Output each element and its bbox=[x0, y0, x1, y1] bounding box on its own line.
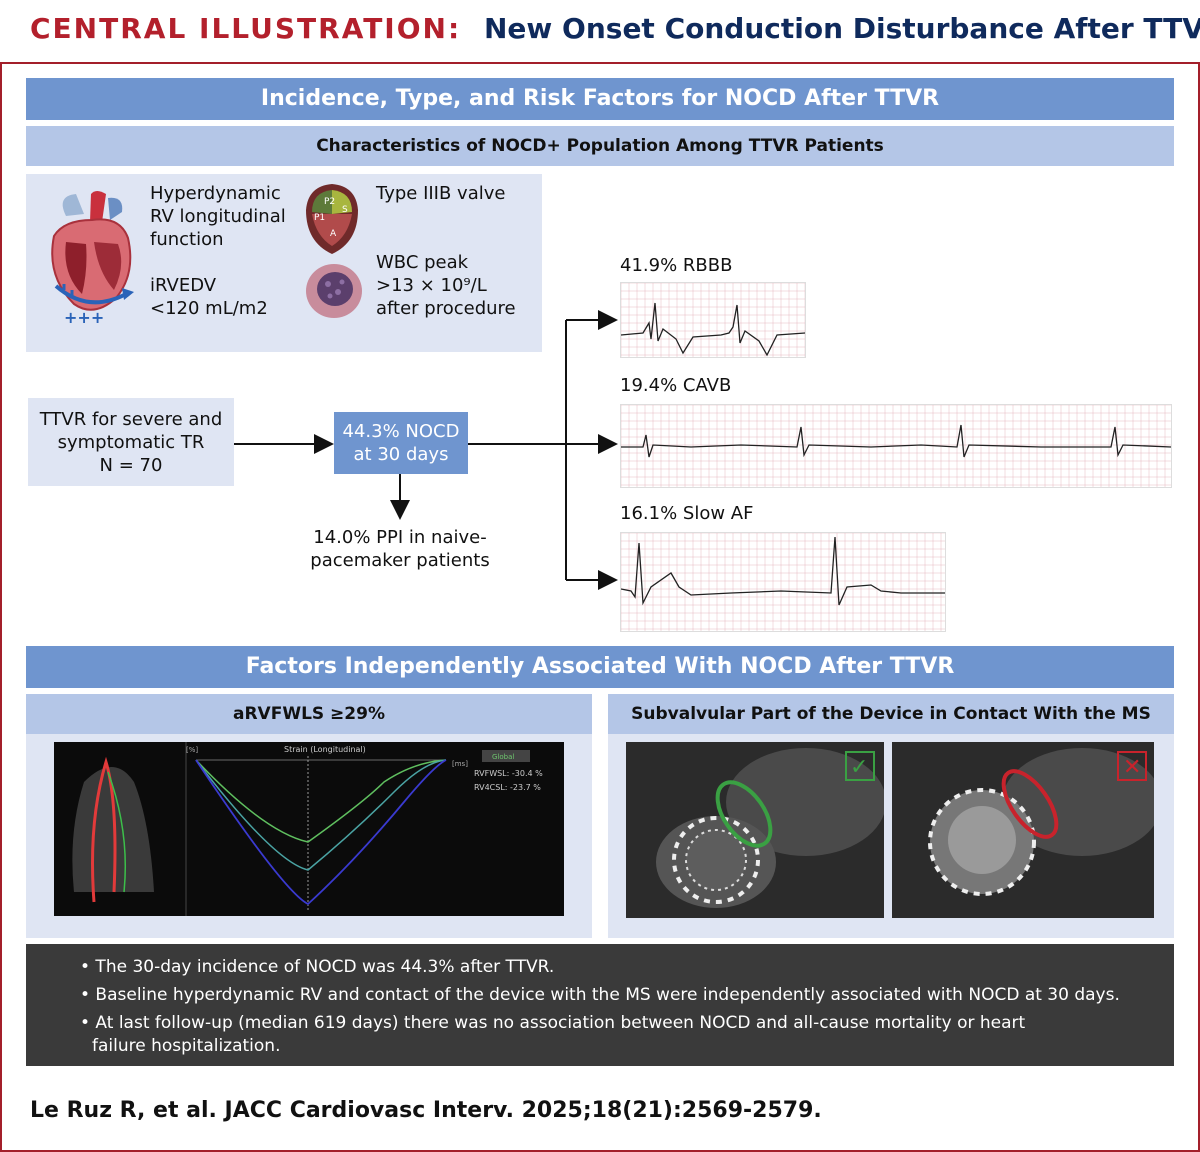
ct-image-contact-ok: ✓ bbox=[626, 742, 884, 918]
frame-bottom bbox=[0, 1150, 1200, 1152]
irvedv-line2: <120 mL/m2 bbox=[150, 298, 268, 319]
ecg-strip-slow-af bbox=[620, 532, 946, 632]
hyperdynamic-line1: Hyperdynamic bbox=[150, 183, 281, 204]
citation: Le Ruz R, et al. JACC Cardiovasc Interv.… bbox=[30, 1098, 822, 1123]
strain-unit-y: [%] bbox=[186, 746, 198, 754]
ms-contact-title: Subvalvular Part of the Device in Contac… bbox=[608, 694, 1174, 734]
header bbox=[0, 0, 1200, 60]
ecg-strip-cavb bbox=[620, 404, 1172, 488]
strain-unit-x: [ms] bbox=[452, 760, 468, 768]
ct-check-mark: ✓ bbox=[850, 755, 868, 780]
ecg-label-rbbb: 41.9% RBBB bbox=[620, 255, 733, 276]
summary-point-1: • The 30-day incidence of NOCD was 44.3%… bbox=[80, 957, 555, 977]
central-illustration-label: CENTRAL ILLUSTRATION: bbox=[30, 12, 462, 45]
arvfwls-title: aRVFWLS ≥29% bbox=[26, 694, 592, 734]
summary-point-3-cont: failure hospitalization. bbox=[92, 1036, 281, 1056]
strain-rvfwsl: RVFWSL: -30.4 % bbox=[474, 769, 543, 778]
summary-box bbox=[26, 944, 1174, 1066]
page-title: New Onset Conduction Disturbance After T… bbox=[484, 12, 1200, 45]
plus-marks: +++ bbox=[64, 308, 105, 327]
section2-band: Factors Independently Associated With NO… bbox=[26, 646, 1174, 688]
section1-subband: Characteristics of NOCD+ Population Amon… bbox=[26, 126, 1174, 166]
ppi-line1: 14.0% PPI in naive- bbox=[313, 527, 487, 548]
strain-header: Strain (Longitudinal) bbox=[284, 745, 366, 754]
start-box bbox=[28, 398, 234, 486]
white-blood-cell-icon bbox=[306, 264, 362, 318]
start-line3: N = 70 bbox=[99, 455, 163, 476]
section1-band: Incidence, Type, and Risk Factors for NO… bbox=[26, 78, 1174, 120]
valve-label-p1: P1 bbox=[314, 213, 325, 223]
irvedv-line1: iRVEDV bbox=[150, 275, 217, 296]
summary-point-2: • Baseline hyperdynamic RV and contact o… bbox=[80, 985, 1120, 1005]
wbc-line3: after procedure bbox=[376, 298, 516, 319]
title-divider bbox=[0, 62, 1200, 64]
ecg-strip-rbbb bbox=[620, 282, 806, 358]
frame-right bbox=[1198, 62, 1200, 1152]
strain-global: Global bbox=[492, 753, 514, 761]
valve-label-a: A bbox=[330, 229, 337, 239]
heart-icon bbox=[51, 191, 134, 311]
valve-type: Type IIIB valve bbox=[376, 183, 506, 204]
hyperdynamic-line3: function bbox=[150, 229, 224, 250]
wbc-line1: WBC peak bbox=[376, 252, 469, 273]
ppi-line2: pacemaker patients bbox=[310, 550, 490, 571]
start-line1: TTVR for severe and bbox=[39, 409, 223, 430]
summary-point-3: • At last follow-up (median 619 days) th… bbox=[80, 1013, 1026, 1033]
hyperdynamic-line2: RV longitudinal bbox=[150, 206, 286, 227]
nocd-line1: 44.3% NOCD bbox=[342, 421, 460, 442]
frame-left bbox=[0, 62, 2, 1152]
tricuspid-valve-icon: P2 P1 S A bbox=[306, 184, 358, 254]
strain-echo-image: [%] Strain (Longitudinal) [ms] Global RV… bbox=[54, 742, 564, 916]
ct-image-contact-bad: ✕ bbox=[892, 742, 1154, 918]
ecg-label-slow-af: 16.1% Slow AF bbox=[620, 503, 754, 524]
wbc-line2: >13 × 10⁹/L bbox=[376, 275, 487, 296]
valve-label-p2: P2 bbox=[324, 197, 335, 207]
ct-x-mark: ✕ bbox=[1123, 755, 1141, 780]
strain-rv4csl: RV4CSL: -23.7 % bbox=[474, 783, 541, 792]
ecg-label-cavb: 19.4% CAVB bbox=[620, 375, 732, 396]
nocd-box bbox=[334, 412, 468, 474]
nocd-line2: at 30 days bbox=[353, 444, 449, 465]
start-line2: symptomatic TR bbox=[57, 432, 205, 453]
valve-label-s: S bbox=[342, 205, 348, 215]
